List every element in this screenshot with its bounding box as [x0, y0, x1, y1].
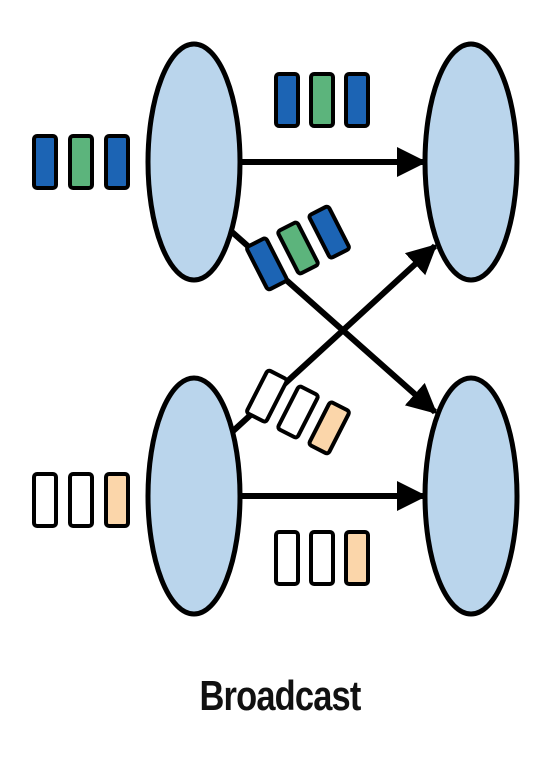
- record-group-top-input: [32, 134, 130, 190]
- record-group-bottom-input: [32, 472, 130, 528]
- record-green: [276, 220, 320, 276]
- record-blue: [307, 204, 351, 260]
- record-group-bottom-diagonal: [245, 368, 351, 456]
- record-green: [309, 72, 335, 128]
- record-blue: [274, 72, 300, 128]
- node-target-top: [422, 41, 520, 283]
- node-source-top: [145, 41, 243, 283]
- record-white: [276, 384, 320, 440]
- record-peach: [344, 530, 370, 586]
- record-white: [274, 530, 300, 586]
- record-green: [68, 134, 94, 190]
- record-white: [309, 530, 335, 586]
- record-white: [68, 472, 94, 528]
- record-group-top-diagonal: [245, 204, 351, 292]
- diagram-caption: Broadcast: [199, 672, 361, 719]
- record-white: [32, 472, 58, 528]
- record-group-top-straight: [274, 72, 370, 128]
- node-source-bottom: [145, 375, 243, 617]
- record-group-bottom-straight: [274, 530, 370, 586]
- record-white: [245, 368, 289, 424]
- node-target-bottom: [422, 375, 520, 617]
- record-peach: [104, 472, 130, 528]
- record-peach: [307, 400, 351, 456]
- record-blue: [245, 236, 289, 292]
- record-blue: [104, 134, 130, 190]
- nodes: [145, 41, 520, 617]
- record-blue: [344, 72, 370, 128]
- record-blue: [32, 134, 58, 190]
